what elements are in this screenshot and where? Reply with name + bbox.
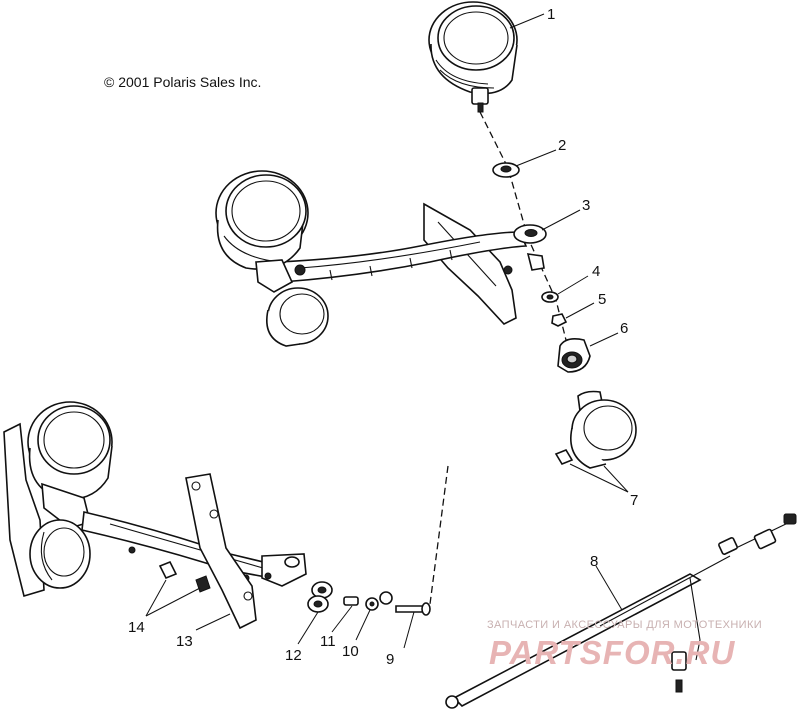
washer-part-10 xyxy=(365,591,393,611)
callout-8: 8 xyxy=(590,553,598,570)
leader-lines xyxy=(145,13,629,649)
wiring-harness-part-8 xyxy=(445,513,797,709)
hardware-part-14 xyxy=(158,560,211,593)
callout-1: 1 xyxy=(547,6,555,23)
callout-12: 12 xyxy=(285,647,302,664)
copyright-notice: © 2001 Polaris Sales Inc. xyxy=(104,74,262,90)
washer-part-4 xyxy=(541,291,559,303)
callout-10: 10 xyxy=(342,643,359,660)
grommet-part-2 xyxy=(492,162,520,178)
mounting-plate-part-13 xyxy=(185,473,257,630)
bolt-axis-line xyxy=(429,465,449,605)
callout-5: 5 xyxy=(598,291,606,308)
lower-light-bar-assembly xyxy=(3,401,307,598)
bushing-part-12 xyxy=(307,581,333,613)
cover-part-6 xyxy=(557,338,591,373)
callout-11: 11 xyxy=(320,633,336,650)
callout-3: 3 xyxy=(582,197,590,214)
callout-2: 2 xyxy=(558,137,566,154)
light-bar-assembly xyxy=(215,170,547,347)
spacer-part-11 xyxy=(343,596,359,606)
callout-labels: 1 2 3 4 5 6 7 8 9 10 11 12 13 14 xyxy=(128,6,638,668)
callout-4: 4 xyxy=(592,263,600,280)
bolt-part-9 xyxy=(395,602,431,616)
callout-14: 14 xyxy=(128,619,145,636)
fog-light-part-7 xyxy=(554,390,637,469)
headlight-part-1 xyxy=(428,1,518,113)
nut-part-5 xyxy=(551,313,568,327)
watermark-tagline: ЗАПЧАСТИ И АКСЕССУАРЫ ДЛЯ МОТОТЕХНИКИ xyxy=(487,619,763,631)
callout-9: 9 xyxy=(386,651,394,668)
callout-13: 13 xyxy=(176,633,193,650)
callout-6: 6 xyxy=(620,320,628,337)
watermark-logo: PARTSFOR.RU xyxy=(489,634,736,671)
callout-7: 7 xyxy=(630,492,638,509)
